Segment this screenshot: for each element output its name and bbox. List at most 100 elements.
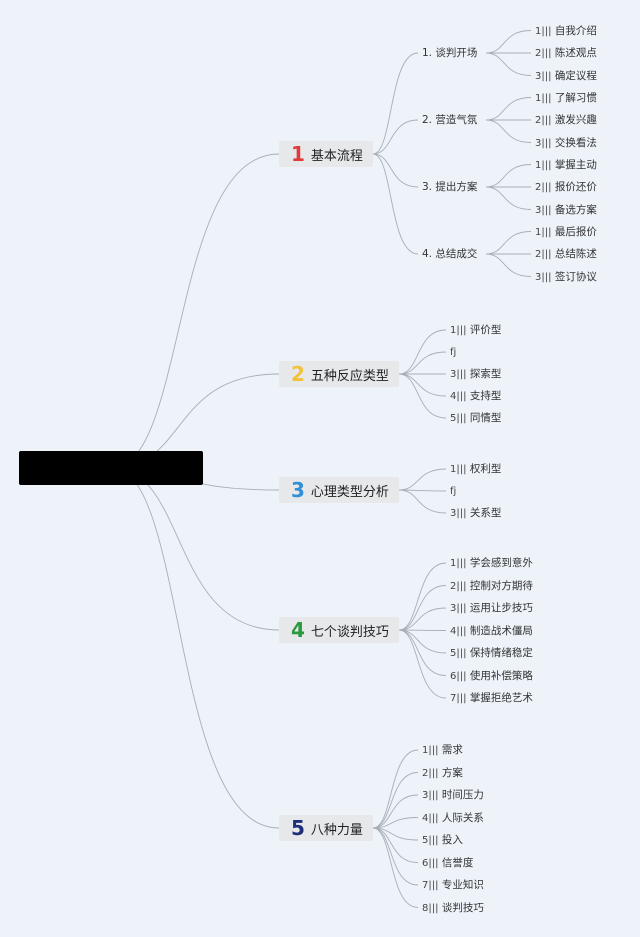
leaf-node: 1||| 了解习惯 <box>535 91 597 106</box>
leaf-node: 5||| 同情型 <box>450 411 501 426</box>
sub-node: 4. 总结成交 <box>422 248 478 260</box>
leaf-node: 2||| 控制对方期待 <box>450 579 533 594</box>
branch-to-sub-line <box>372 52 419 155</box>
branch-to-sub-line <box>372 153 419 188</box>
leaf-node: 8||| 谈判技巧 <box>422 901 484 916</box>
leaf-node: 3||| 探索型 <box>450 367 501 382</box>
leaf-node: fj <box>450 345 456 360</box>
branch-to-leaf-line <box>372 827 419 863</box>
branch-to-leaf-line <box>398 373 447 419</box>
leaf-number: fj <box>450 486 457 497</box>
leaf-text: 签订协议 <box>554 270 597 283</box>
leaf-text: 权利型 <box>469 463 502 475</box>
leaf-number: 3||| <box>450 369 467 380</box>
branch-to-leaf-line <box>398 468 447 491</box>
leaf-node: 2||| 总结陈述 <box>535 247 597 262</box>
branch-label: 基本流程 <box>310 148 363 164</box>
branch-to-leaf-line <box>398 629 447 699</box>
branch-to-sub-line <box>372 119 419 155</box>
branch-to-leaf-line <box>398 489 447 514</box>
leaf-number: 6||| <box>422 857 439 869</box>
leaf-number: 1||| <box>535 159 552 171</box>
leaf-number: 1||| <box>535 25 552 37</box>
leaf-text: 报价还价 <box>554 181 597 193</box>
branch-to-leaf-line <box>398 562 447 631</box>
leaf-node: 2||| 方案 <box>422 766 463 781</box>
leaf-text: 谈判技巧 <box>441 901 484 914</box>
branch-number: 2 <box>291 362 305 386</box>
branch-label: 五种反应类型 <box>310 368 389 384</box>
root-to-branch-line <box>111 467 280 631</box>
leaf-number: 1||| <box>535 92 552 104</box>
leaf-text: 时间压力 <box>441 789 484 801</box>
leaf-number: 7||| <box>422 880 439 891</box>
sub-to-leaf-line <box>485 52 532 76</box>
leaf-node: 1||| 掌握主动 <box>535 158 597 173</box>
branch-to-leaf-line <box>398 585 447 631</box>
leaf-number: 1||| <box>422 745 439 756</box>
leaf-number: fj <box>450 347 457 358</box>
branch-to-leaf-line <box>398 351 447 375</box>
sub-to-leaf-line <box>485 253 532 277</box>
leaf-node: 1||| 权利型 <box>450 462 501 477</box>
leaf-text: 制造战术僵局 <box>469 624 533 637</box>
branch-to-leaf-line <box>398 373 447 397</box>
leaf-node: 3||| 交换看法 <box>535 136 597 151</box>
leaf-text: 关系型 <box>469 507 502 519</box>
leaf-number: 5||| <box>450 648 467 659</box>
leaf-text: 评价型 <box>469 324 502 336</box>
leaf-number: 3||| <box>535 204 552 216</box>
leaf-text: 人际关系 <box>441 811 484 824</box>
branch-to-leaf-line <box>372 827 419 908</box>
leaf-text: 交换看法 <box>554 136 597 149</box>
sub-to-leaf-line <box>485 30 532 54</box>
leaf-number: 4||| <box>422 812 439 824</box>
leaf-node: 3||| 运用让步技巧 <box>450 601 533 616</box>
leaf-node: 4||| 支持型 <box>450 389 501 404</box>
branch-to-leaf-line <box>372 827 419 886</box>
leaf-text: 使用补偿策略 <box>469 669 533 682</box>
leaf-number: 2||| <box>535 249 552 260</box>
sub-to-leaf-line <box>485 97 532 121</box>
branch-to-leaf-line <box>398 607 447 631</box>
branch-label: 心理类型分析 <box>310 484 389 500</box>
leaf-node: 5||| 投入 <box>422 833 463 848</box>
leaf-number: 7||| <box>450 693 467 704</box>
leaf-node: 3||| 备选方案 <box>535 203 597 218</box>
leaf-node: 3||| 确定议程 <box>535 69 597 84</box>
leaf-number: 6||| <box>450 670 467 682</box>
leaf-text: 探索型 <box>469 368 502 380</box>
sub-to-leaf-line <box>485 119 532 143</box>
leaf-text: 了解习惯 <box>554 91 597 104</box>
leaf-node: 3||| 时间压力 <box>422 788 484 803</box>
leaf-node: 2||| 激发兴趣 <box>535 113 597 128</box>
leaf-text: 投入 <box>441 834 463 846</box>
leaf-number: 1||| <box>450 464 467 475</box>
leaf-text: 掌握拒绝艺术 <box>469 692 533 704</box>
leaf-node: 1||| 自我介绍 <box>535 24 597 39</box>
leaf-number: 1||| <box>450 325 467 336</box>
leaf-node: 4||| 制造战术僵局 <box>450 624 533 639</box>
branch-number: 4 <box>291 618 305 642</box>
leaf-number: 5||| <box>422 835 439 846</box>
branch-to-leaf-line <box>372 749 419 829</box>
sub-to-leaf-line <box>485 186 532 210</box>
leaf-number: 2||| <box>422 767 439 779</box>
leaf-text: 陈述观点 <box>554 47 597 59</box>
root-to-branch-line <box>111 467 280 829</box>
leaf-number: 2||| <box>535 48 552 59</box>
leaf-number: 5||| <box>450 413 467 424</box>
leaf-number: 2||| <box>535 115 552 126</box>
leaf-text: 同情型 <box>469 412 502 424</box>
root-to-branch-line <box>111 153 280 469</box>
branch-to-leaf-line <box>372 794 419 829</box>
leaf-text: 方案 <box>441 766 463 779</box>
sub-node: 2. 营造气氛 <box>422 114 478 126</box>
leaf-node: 1||| 最后报价 <box>535 225 597 240</box>
leaf-number: 3||| <box>450 508 467 519</box>
